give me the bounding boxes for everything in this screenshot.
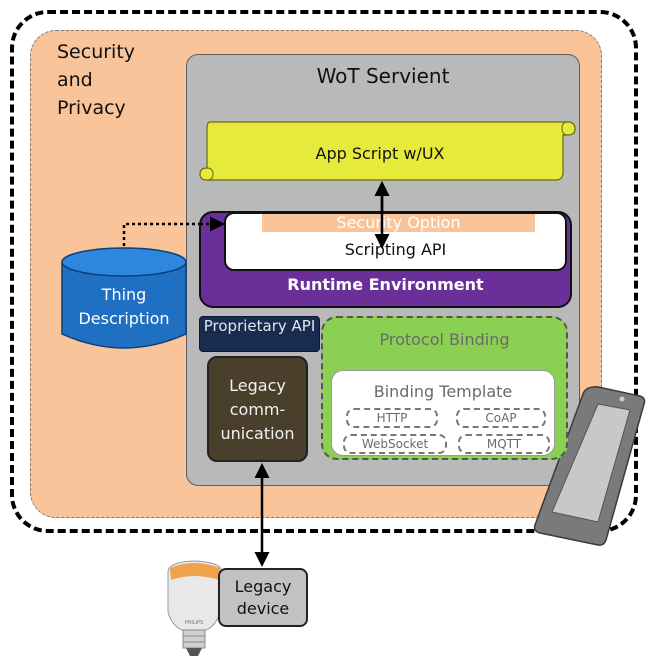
app-script-label: App Script w/UX [315,144,445,163]
protocol-binding-label: Protocol Binding [379,330,510,349]
runtime-environment-label: Runtime Environment [287,275,484,294]
tablet-icon [533,386,646,546]
bulb-brand-label: PHILIPS [185,620,204,626]
legacy-device-box: Legacy device [218,568,308,627]
protocol-coap: CoAP [456,408,546,428]
protocol-mqtt: MQTT [458,434,550,454]
light-bulb-icon: PHILIPS [167,560,223,656]
thing-description-connector [122,216,227,246]
scripting-api-label: Scripting API [344,240,447,259]
protocol-http: HTTP [346,408,438,428]
proprietary-api-box: Proprietary API [199,316,320,352]
security-option-label: Security Option [262,214,535,232]
wot-servient-title: WoT Servient [316,64,450,88]
thing-description-cylinder [61,247,187,349]
app-script-scroll [199,121,576,181]
legacy-communication-box: Legacy comm- unication [207,356,308,462]
outer-dashed-border [10,10,638,533]
security-privacy-label: Security and Privacy [57,41,136,119]
protocol-websocket: WebSocket [343,434,447,454]
thing-description-label: Thing Description [78,285,170,328]
binding-template-label: Binding Template [373,382,513,401]
